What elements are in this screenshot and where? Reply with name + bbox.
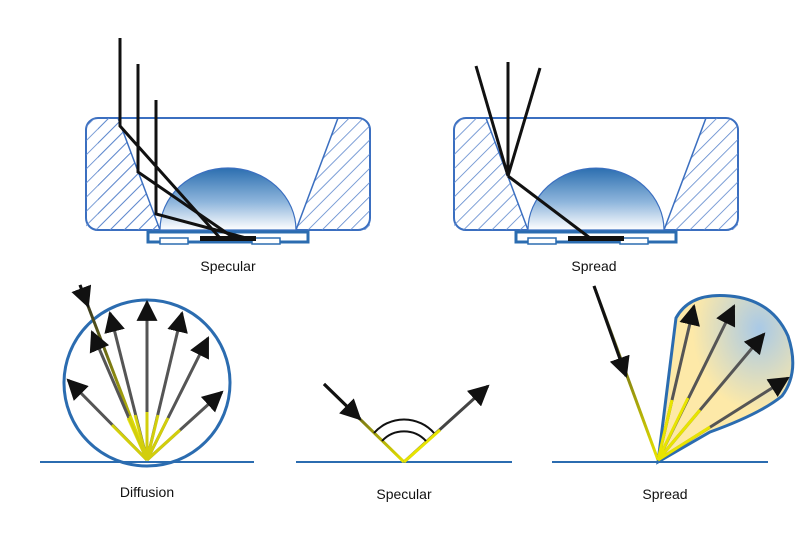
specular-diagram: Specular xyxy=(296,306,512,502)
label-top-left: Specular xyxy=(200,258,256,274)
dome-lens-icon xyxy=(527,167,665,231)
housing-specular: Specular xyxy=(85,38,371,274)
label-top-right: Spread xyxy=(571,258,616,274)
spread-diagram: Spread xyxy=(552,285,795,502)
label-bottom-middle: Specular xyxy=(376,486,432,502)
specular-rays xyxy=(118,38,247,240)
label-bottom-left: Diffusion xyxy=(120,484,174,500)
angle-arc-inner xyxy=(381,430,427,442)
spread-rays xyxy=(474,62,591,240)
diffusion-rays xyxy=(66,284,224,462)
angle-arc-outer xyxy=(373,418,435,434)
housing-spread: Spread xyxy=(453,62,739,274)
diffusion-diagram: Diffusion xyxy=(40,284,254,500)
hatch-wall-right xyxy=(296,118,370,230)
led-base xyxy=(514,230,678,245)
label-bottom-right: Spread xyxy=(642,486,687,502)
dome-lens-icon xyxy=(159,167,297,231)
